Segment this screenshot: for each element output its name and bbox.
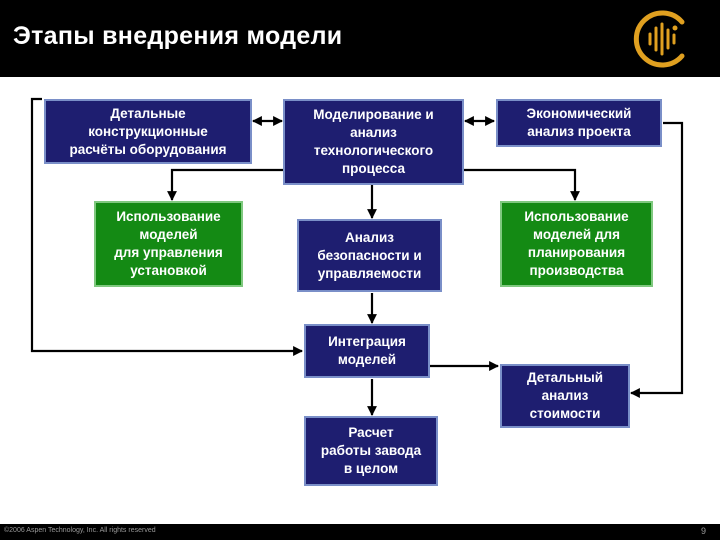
model-integration-box: Интеграция моделей: [304, 324, 430, 378]
arrow-economic-loop-to-cost: [630, 121, 684, 398]
safety-analysis-box: Анализ безопасности и управляемости: [297, 219, 442, 292]
page-title: Этапы внедрения модели: [13, 22, 343, 50]
arrow-design-loop-to-integration: [30, 97, 303, 356]
economic-analysis-box: Экономический анализ проекта: [496, 99, 662, 147]
page-number: 9: [700, 526, 706, 536]
process-modeling-box: Моделирование и анализ технологического …: [283, 99, 464, 185]
models-control-box: Использование моделей для управления уст…: [94, 201, 243, 287]
detailed-design-box: Детальные конструкционные расчёты оборуд…: [44, 99, 252, 164]
plant-calculation-box: Расчет работы завода в целом: [304, 416, 438, 486]
models-planning-box: Использование моделей для планирования п…: [500, 201, 653, 287]
aspen-logo-icon: [633, 10, 685, 68]
copyright-text: ©2006 Aspen Technology, Inc. All rights …: [4, 527, 156, 534]
title-bar: Этапы внедрения модели: [0, 0, 720, 77]
footer-bar: ©2006 Aspen Technology, Inc. All rights …: [0, 524, 720, 540]
cost-analysis-box: Детальный анализ стоимости: [500, 364, 630, 428]
